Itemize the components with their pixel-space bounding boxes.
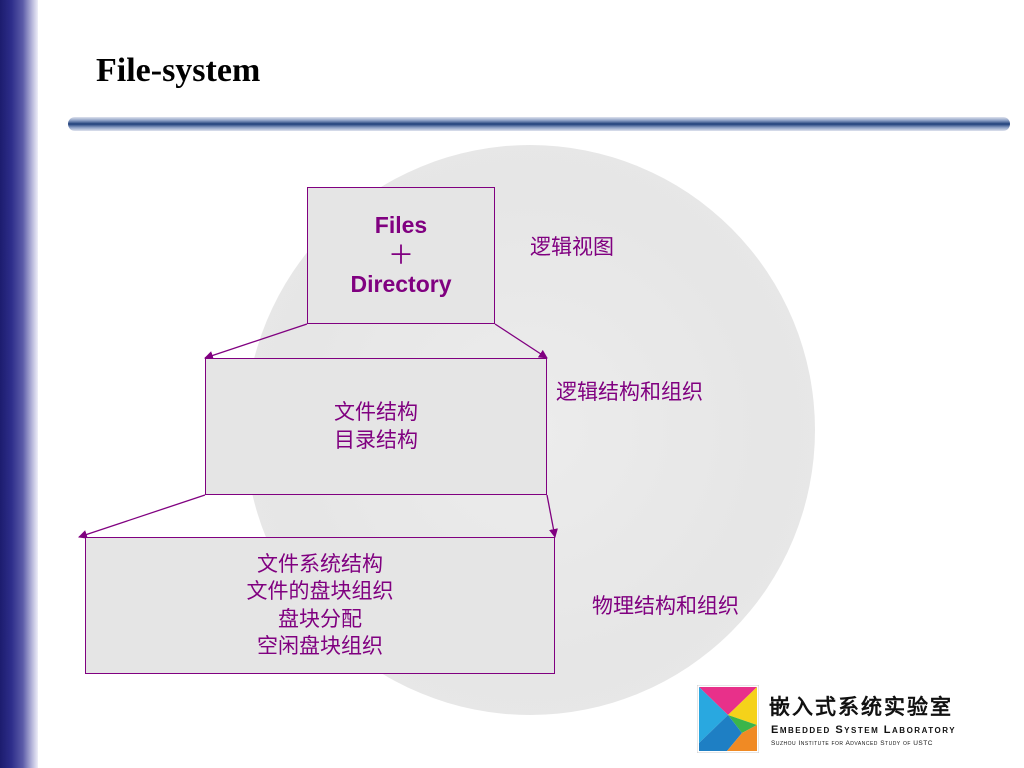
file-structure-label: 文件结构: [334, 400, 418, 425]
tangram-logo-icon: [697, 685, 759, 753]
physical-structure-box: 文件系统结构 文件的盘块组织 盘块分配 空闲盘块组织: [85, 537, 555, 674]
lab-name-chinese: 嵌入式系统实验室: [769, 694, 953, 719]
physical-organization-label: 物理结构和组织: [592, 594, 739, 618]
left-decorative-bar: [0, 0, 38, 768]
directory-label: Directory: [350, 270, 452, 297]
plus-sign: ＋: [387, 240, 414, 271]
title-underline-rule: [68, 117, 1010, 131]
files-directory-box: Files ＋ Directory: [307, 187, 495, 324]
block-allocation-label: 盘块分配: [278, 606, 362, 631]
logical-view-label: 逻辑视图: [530, 235, 614, 259]
files-label: Files: [374, 212, 428, 239]
logical-organization-label: 逻辑结构和组织: [556, 380, 703, 404]
lab-logo: 嵌入式系统实验室 Embedded System Laboratory Suzh…: [697, 685, 1002, 755]
lab-institute-subtitle: Suzhou Institute for Advanced Study of U…: [771, 740, 933, 747]
arrow-middle-right: [546, 494, 558, 538]
block-organization-label: 文件的盘块组织: [246, 579, 394, 604]
filesystem-structure-label: 文件系统结构: [257, 551, 383, 576]
lab-name-english: Embedded System Laboratory: [771, 724, 957, 736]
slide-title: File-system: [96, 52, 261, 89]
logical-structure-box: 文件结构 目录结构: [205, 358, 547, 495]
arrow-middle-left: [78, 494, 206, 539]
arrow-top-right: [494, 323, 548, 359]
directory-structure-label: 目录结构: [334, 427, 418, 452]
arrow-top-left: [204, 323, 308, 360]
free-block-organization-label: 空闲盘块组织: [257, 633, 383, 658]
